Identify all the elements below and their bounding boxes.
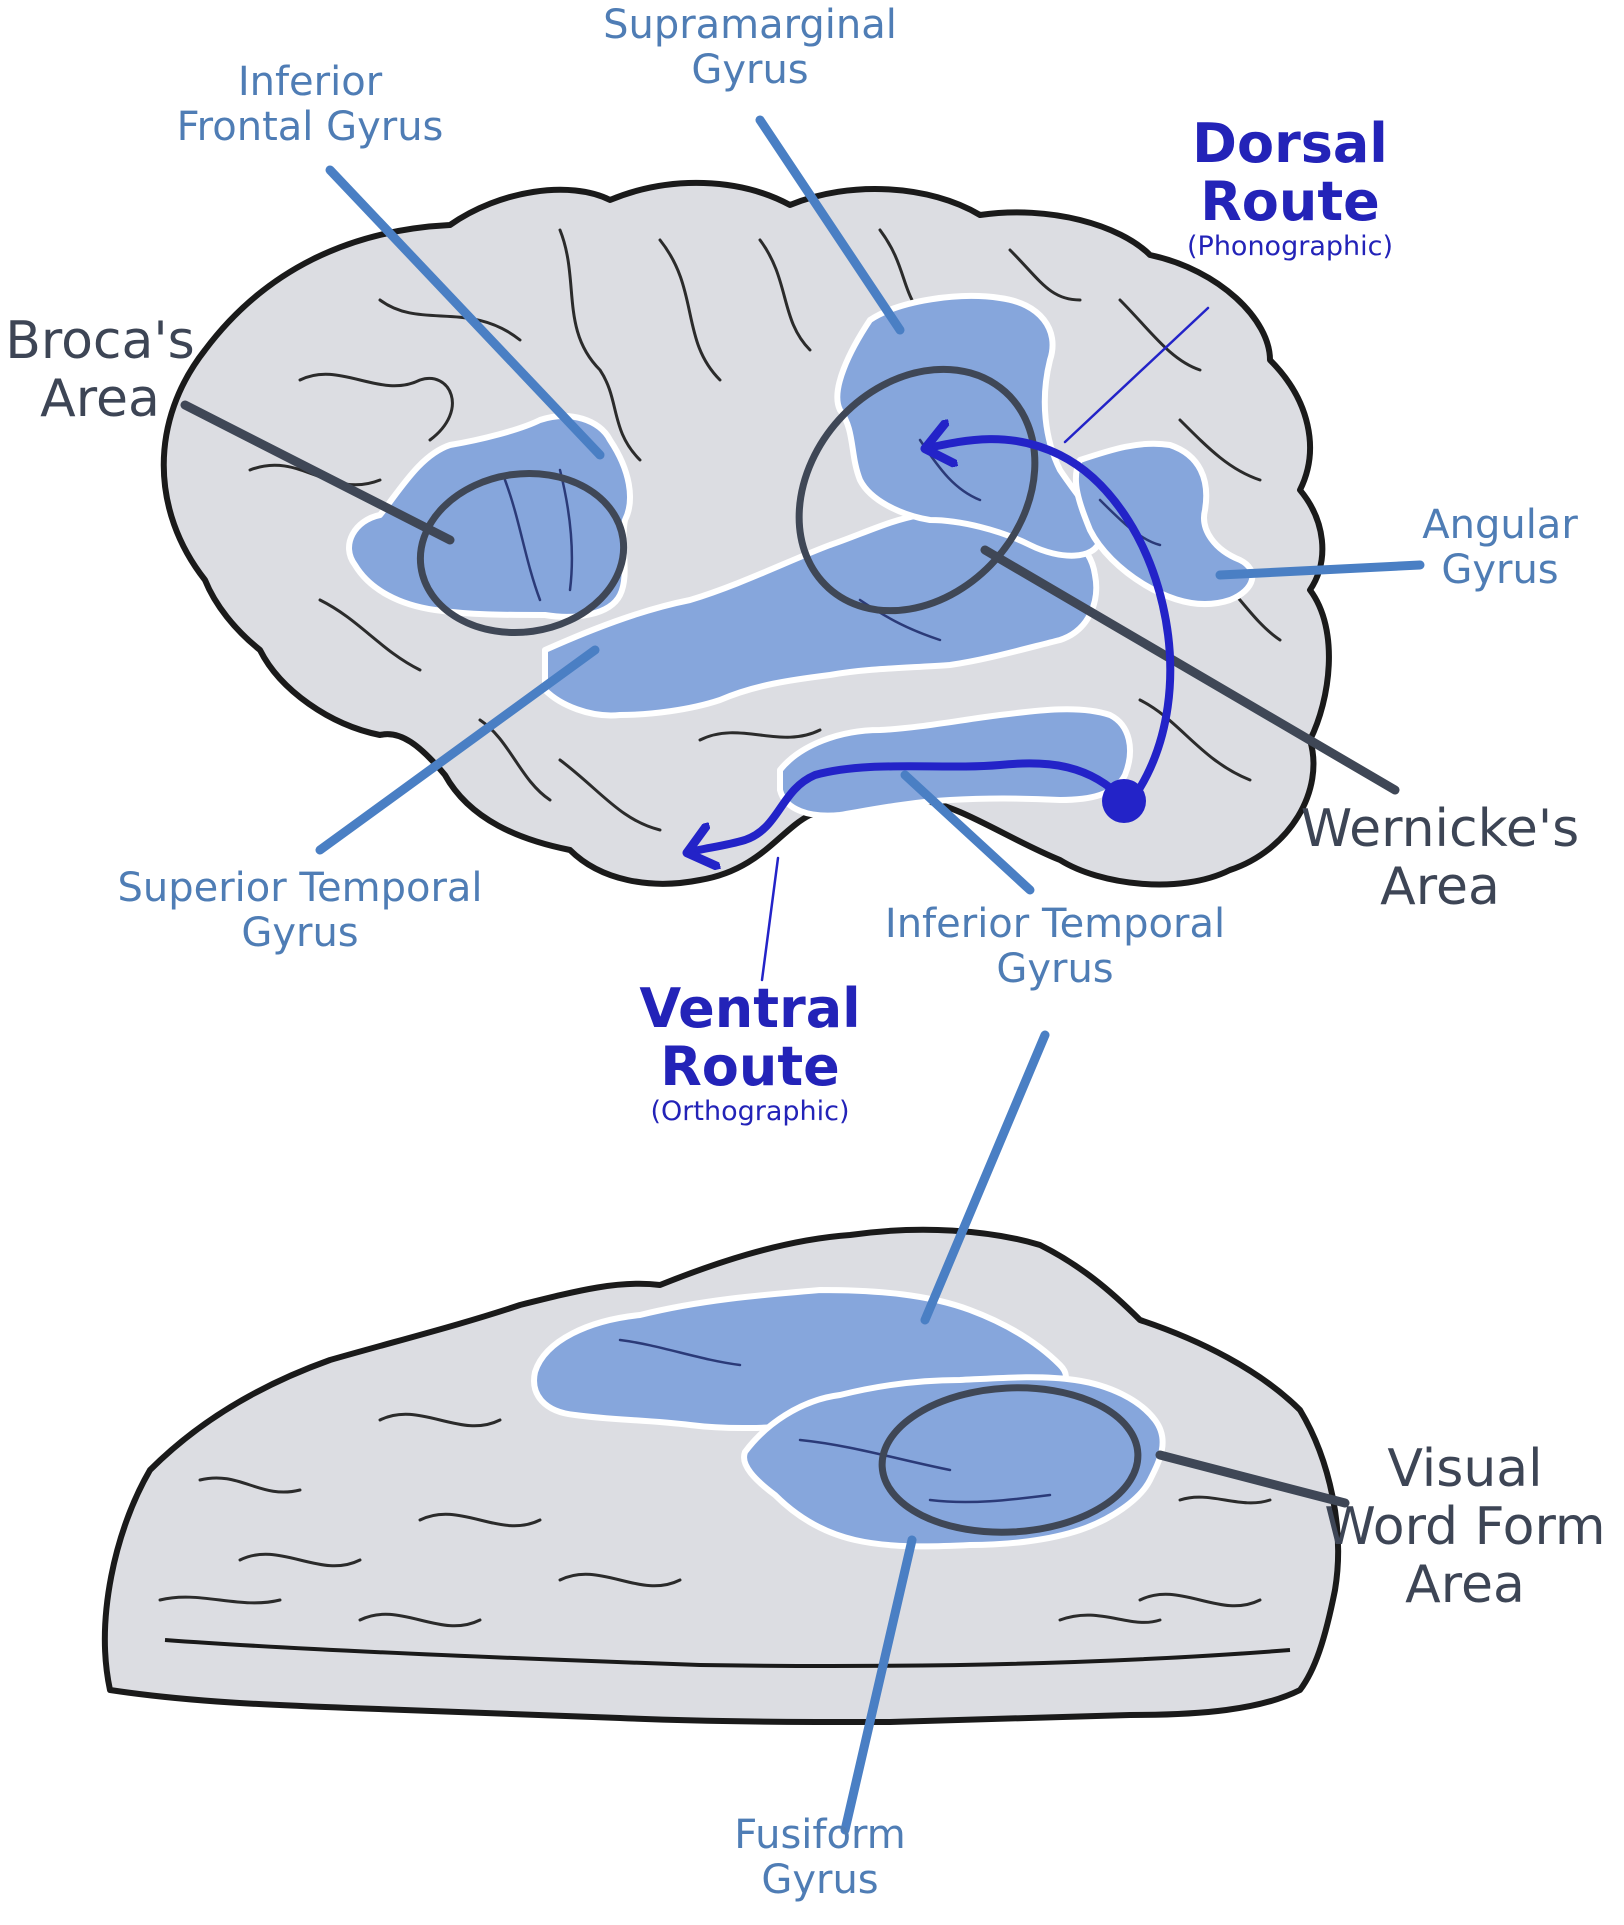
brocas-leader [180,400,455,545]
reading-routes [690,439,1175,852]
ventral-brain-base-folds [164,1638,1291,1669]
ventral-route-label: Ventral Route (Orthographic) [639,977,861,1127]
inferior-temporal-gyrus-label: Inferior Temporal Gyrus [884,901,1226,992]
angular-leader [1215,560,1425,580]
fusiform-gyrus-region [741,1374,1166,1550]
inferior-temporal-leader [900,770,1035,895]
visual-word-form-area-ellipse [878,1384,1142,1536]
leader-lines [180,115,1425,1835]
visual-word-form-area-label: Visual Word Form Area [1324,1439,1606,1616]
inferior-frontal-gyrus-label: Inferior Frontal Gyrus [176,59,444,150]
inferior-temporal-gyrus-region [777,706,1133,819]
superior-temporal-gyrus-label: Superior Temporal Gyrus [117,865,483,956]
ventral-region-sulci [618,1338,1052,1504]
supramarginal-gyrus-label: Supramarginal Gyrus [603,2,897,93]
inferior-frontal-leader [325,165,605,460]
supramarginal-leader [755,115,905,335]
vwfa-leader [1155,1450,1350,1508]
superior-temporal-leader [315,645,600,855]
fusiform-gyrus-label: Fusiform Gyrus [734,1812,906,1903]
ventral-brain-view [102,1226,1342,1725]
lateral-brain-view [160,179,1332,888]
wernickes-leader [980,545,1400,795]
dorsal-route-label: Dorsal Route (Phonographic) [1187,112,1393,262]
angular-gyrus-label: Angular Gyrus [1422,502,1578,593]
inferior-temporal-ventral-leader [920,1030,1050,1325]
dorsal-route-arrow [928,439,1175,804]
route-origin-dot [1102,779,1146,823]
dorsal-route-pointer [1063,306,1210,444]
brocas-area-ellipse [416,469,628,637]
ventral-brain-sulci [158,1412,1272,1628]
ventral-route-arrow [690,759,1128,852]
ventral-route-pointer [760,856,780,982]
superior-temporal-gyrus-region [542,512,1100,719]
brocas-area-label: Broca's Area [5,311,195,430]
fusiform-leader [840,1535,917,1835]
wernickes-area-label: Wernicke's Area [1300,799,1580,918]
